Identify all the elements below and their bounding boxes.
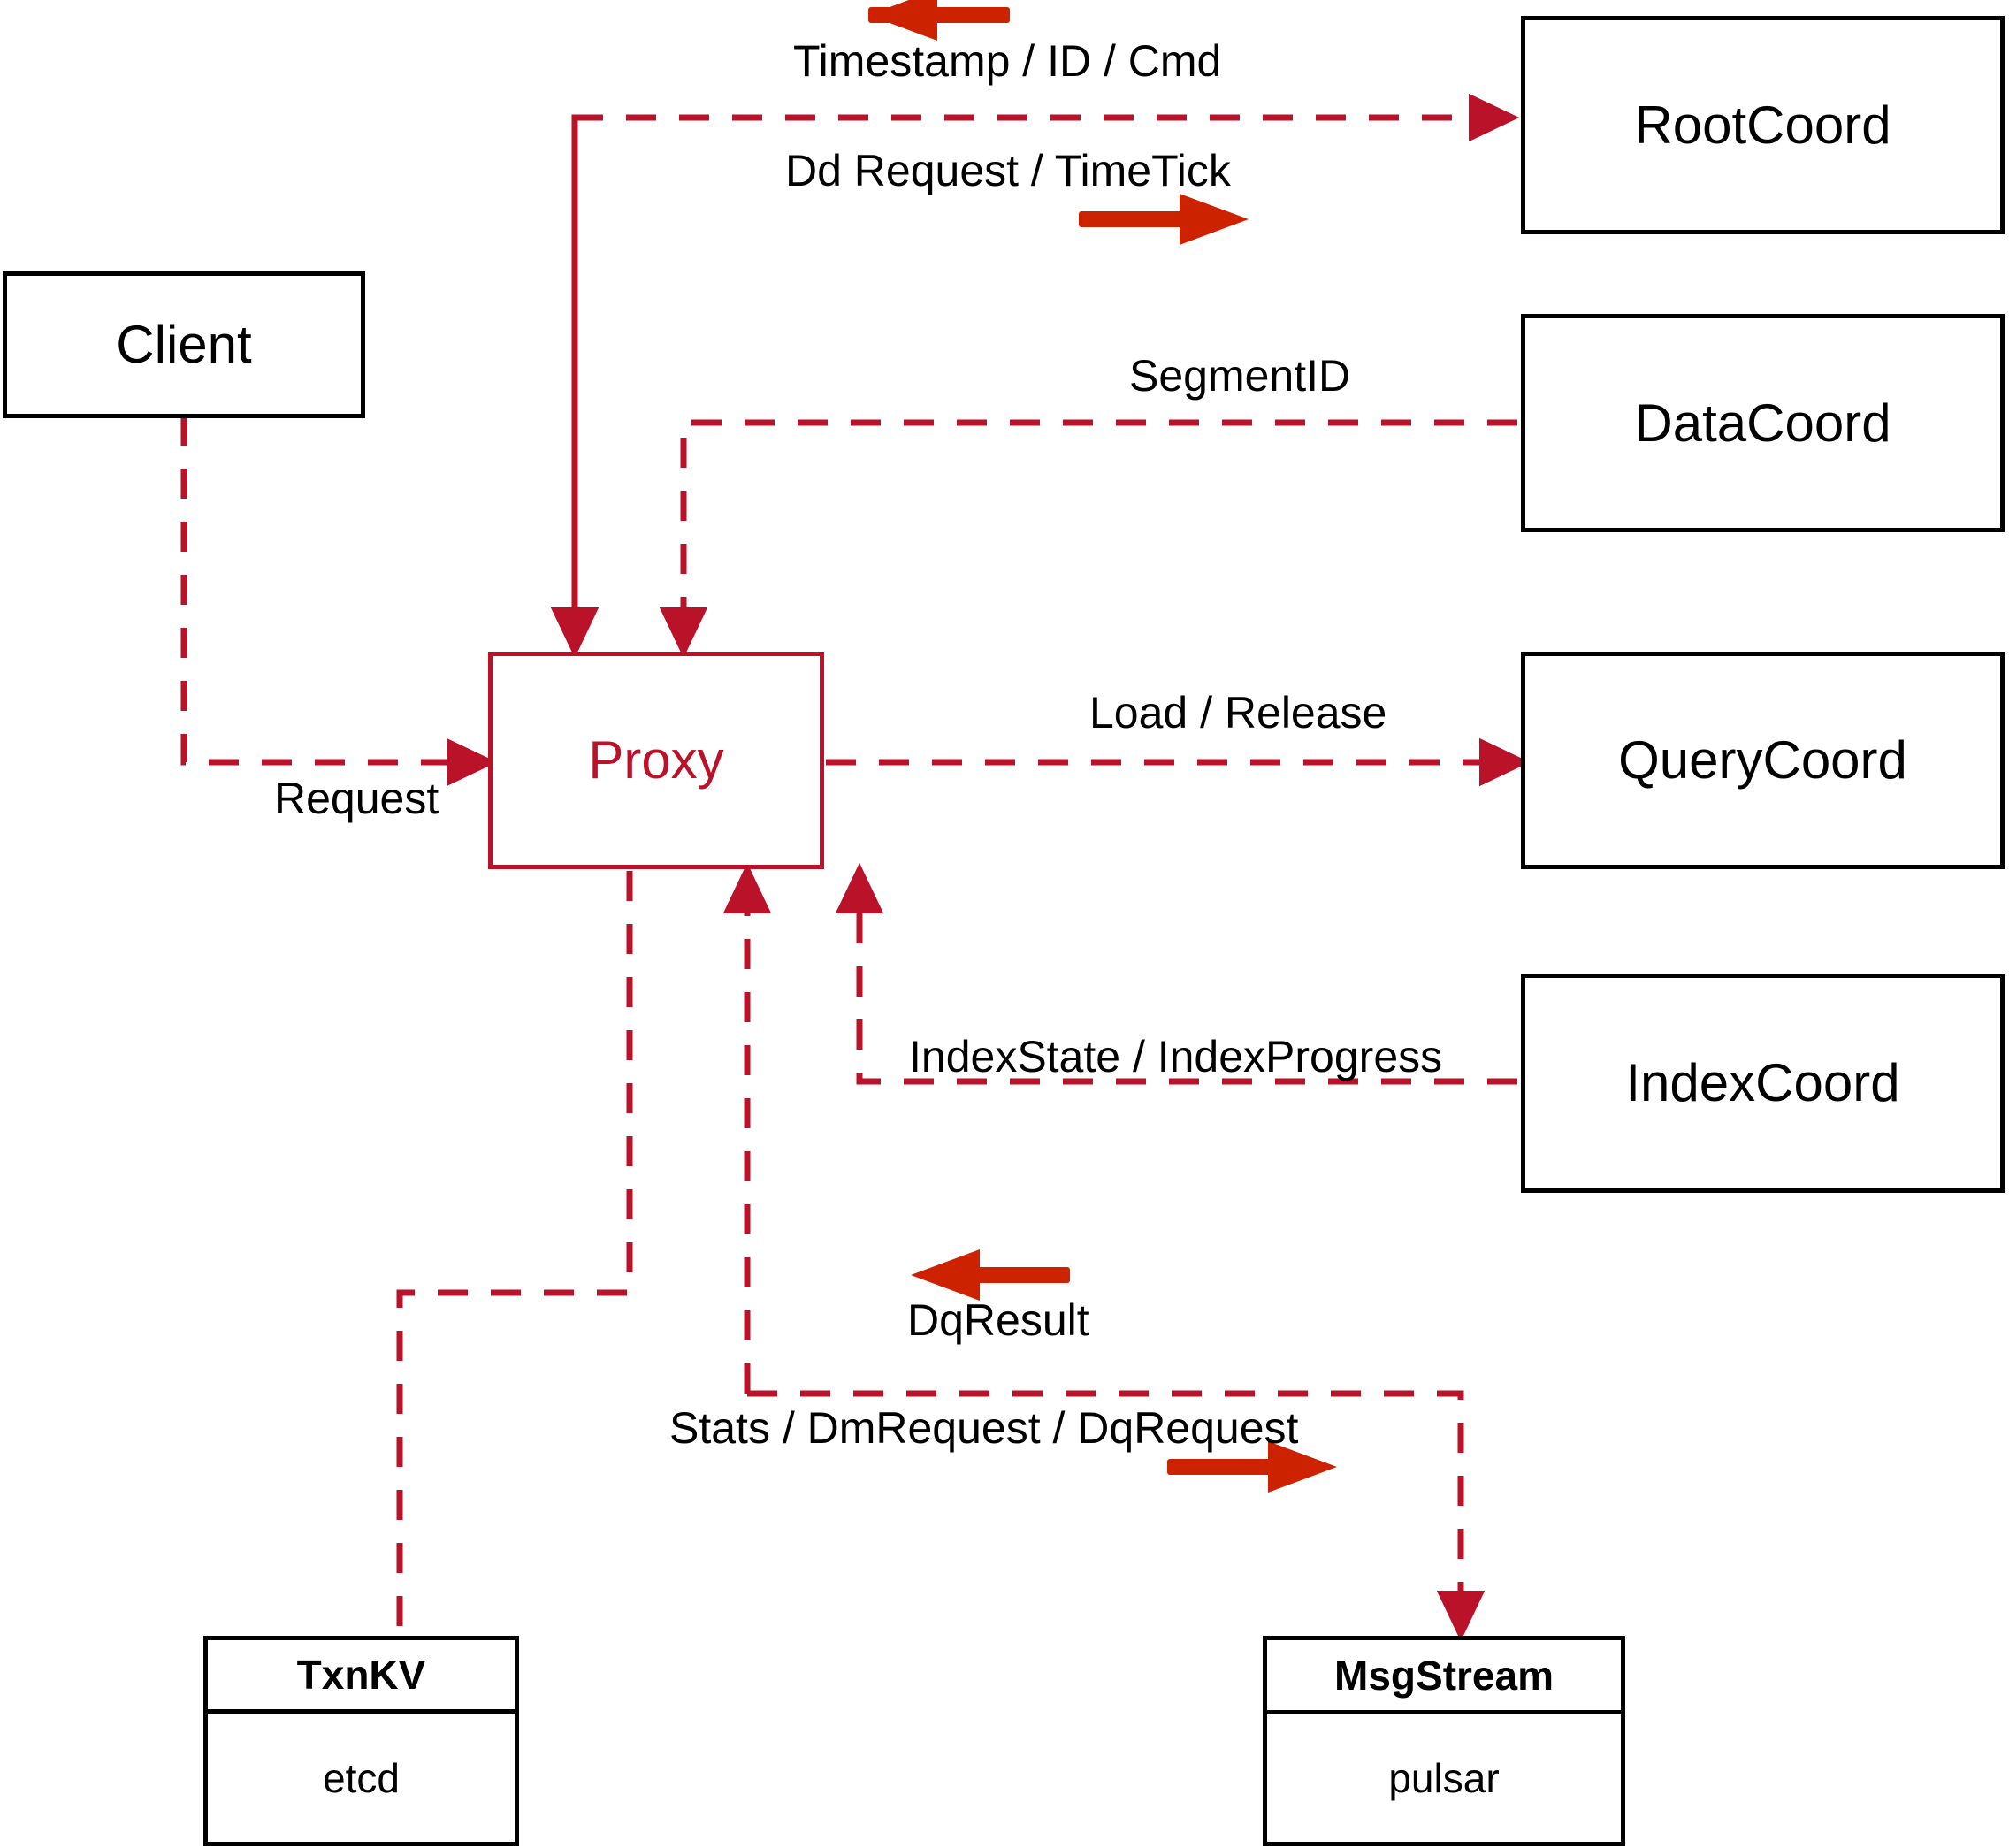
edge-label-load-release: Load / Release <box>1089 688 1387 737</box>
node-rootcoord[interactable]: RootCoord <box>1521 16 2005 234</box>
node-txnkv-header: TxnKV <box>208 1640 515 1714</box>
node-client-label: Client <box>116 315 252 374</box>
edge-proxy-to-msgstream <box>747 1390 1486 1642</box>
node-msgstream-impl: pulsar <box>1388 1755 1500 1801</box>
edge-label-timestamp-id-cmd: Timestamp / ID / Cmd <box>793 36 1222 86</box>
node-txnkv[interactable]: TxnKV etcd <box>203 1636 519 1846</box>
node-datacoord-label: DataCoord <box>1634 393 1891 453</box>
node-indexcoord-label: IndexCoord <box>1625 1053 1900 1112</box>
edge-proxy-to-txnkv <box>396 871 633 1634</box>
edge-label-request: Request <box>274 774 439 823</box>
edge-datacoord-to-proxy <box>659 419 1517 659</box>
edge-label-dd-request-timetick: Dd Request / TimeTick <box>785 146 1231 195</box>
node-msgstream-header: MsgStream <box>1267 1640 1621 1714</box>
edge-proxy-to-rootcoord <box>571 93 1520 650</box>
node-proxy[interactable]: Proxy <box>488 652 824 869</box>
direction-arrow-left-dqresult <box>911 1249 1070 1301</box>
edge-label-dq-result: DqResult <box>907 1295 1089 1345</box>
node-msgstream-body: pulsar <box>1267 1714 1621 1842</box>
node-txnkv-impl: etcd <box>323 1754 400 1801</box>
node-rootcoord-label: RootCoord <box>1634 95 1891 155</box>
edge-label-segment-id: SegmentID <box>1129 351 1351 401</box>
node-querycoord[interactable]: QueryCoord <box>1521 652 2005 869</box>
node-client[interactable]: Client <box>3 271 365 418</box>
direction-arrow-left-timestamp <box>868 0 1010 41</box>
direction-arrow-right-ddrequest <box>1079 194 1249 245</box>
node-datacoord[interactable]: DataCoord <box>1521 314 2005 532</box>
edge-label-stats-dm-dq: Stats / DmRequest / DqRequest <box>669 1403 1299 1453</box>
edge-indexcoord-to-proxy <box>835 862 1517 1085</box>
node-querycoord-label: QueryCoord <box>1618 730 1907 790</box>
edge-client-to-proxy <box>180 416 498 787</box>
node-txnkv-body: etcd <box>208 1714 515 1842</box>
edge-label-index-state: IndexState / IndexProgress <box>909 1032 1443 1081</box>
node-msgstream[interactable]: MsgStream pulsar <box>1263 1636 1625 1846</box>
node-msgstream-title: MsgStream <box>1334 1652 1554 1699</box>
node-indexcoord[interactable]: IndexCoord <box>1521 974 2005 1193</box>
direction-arrow-right-stats <box>1167 1441 1337 1493</box>
node-proxy-label: Proxy <box>588 730 724 790</box>
node-txnkv-title: TxnKV <box>296 1652 426 1698</box>
